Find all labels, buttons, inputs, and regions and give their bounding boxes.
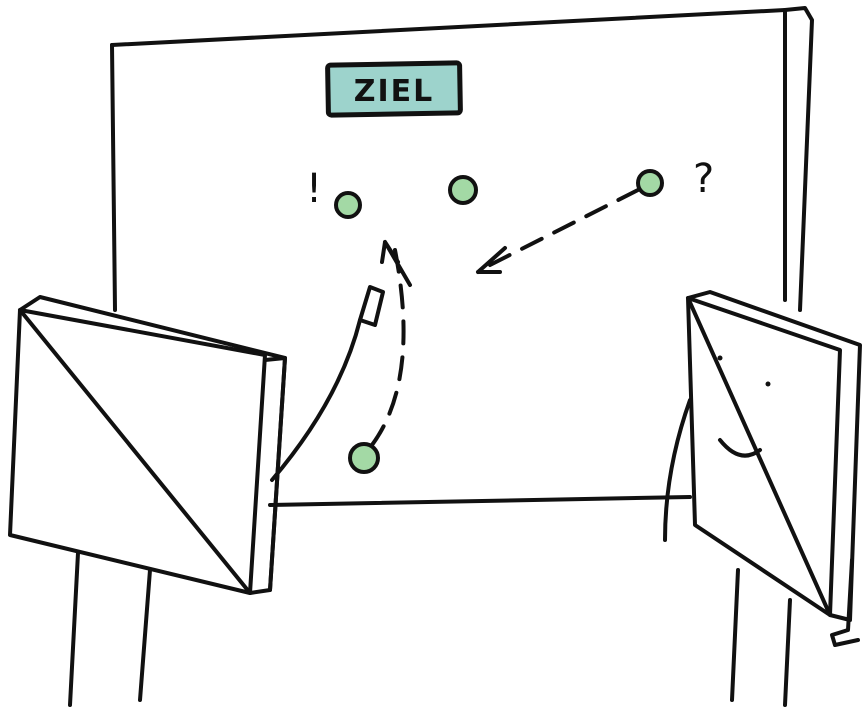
goal-label-text: ZIEL	[354, 74, 435, 109]
smile	[718, 438, 762, 458]
player-dot	[636, 169, 664, 197]
left-figure	[8, 285, 385, 707]
dashed-arrow-bottom	[370, 240, 412, 447]
goal-label: ZIEL	[325, 60, 463, 118]
question-mark: ?	[693, 156, 714, 202]
eye	[765, 381, 771, 387]
whiteboard	[110, 6, 814, 507]
player-dot	[348, 442, 380, 474]
exclamation-mark: !	[306, 166, 322, 212]
dashed-arrow-right	[476, 188, 640, 274]
player-dot	[334, 191, 362, 219]
player-dot	[448, 175, 478, 205]
right-figure	[663, 290, 862, 707]
eye	[717, 355, 723, 361]
